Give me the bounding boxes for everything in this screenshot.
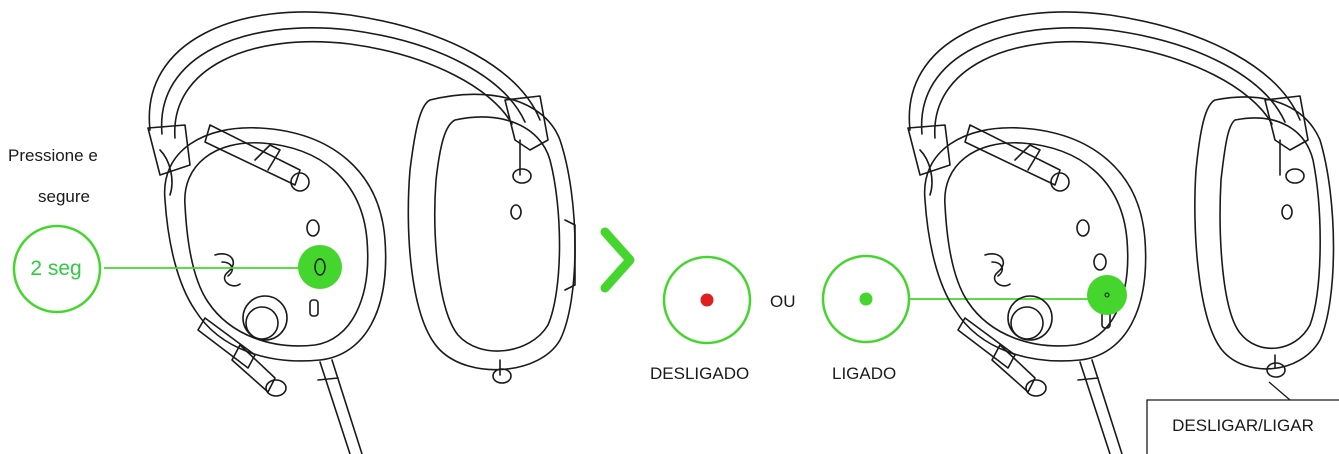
headset-right — [907, 11, 1335, 454]
power-toggle-label: DESLIGAR/LIGAR — [1172, 416, 1314, 435]
chevron-right-icon — [600, 227, 635, 293]
power-label-box — [1146, 399, 1339, 454]
status-off-label: DESLIGADO — [650, 364, 750, 383]
status-on-label: LIGADO — [832, 364, 897, 383]
power-button-icon — [314, 258, 326, 276]
red-indicator-dot — [700, 293, 714, 307]
power-label-pointer — [1268, 381, 1291, 401]
led-indicator-highlight-right — [1087, 275, 1127, 315]
power-button-highlight-left — [298, 245, 342, 289]
headset-left — [147, 11, 576, 454]
instruction-text-line2: segure — [38, 187, 90, 206]
instruction-text-line1: Pressione e — [8, 146, 98, 165]
led-indicator-icon — [1104, 292, 1110, 298]
duration-label: 2 seg — [30, 257, 82, 280]
green-indicator-dot — [859, 292, 873, 306]
separator-label: OU — [770, 292, 796, 311]
duration-circle — [12, 224, 102, 314]
